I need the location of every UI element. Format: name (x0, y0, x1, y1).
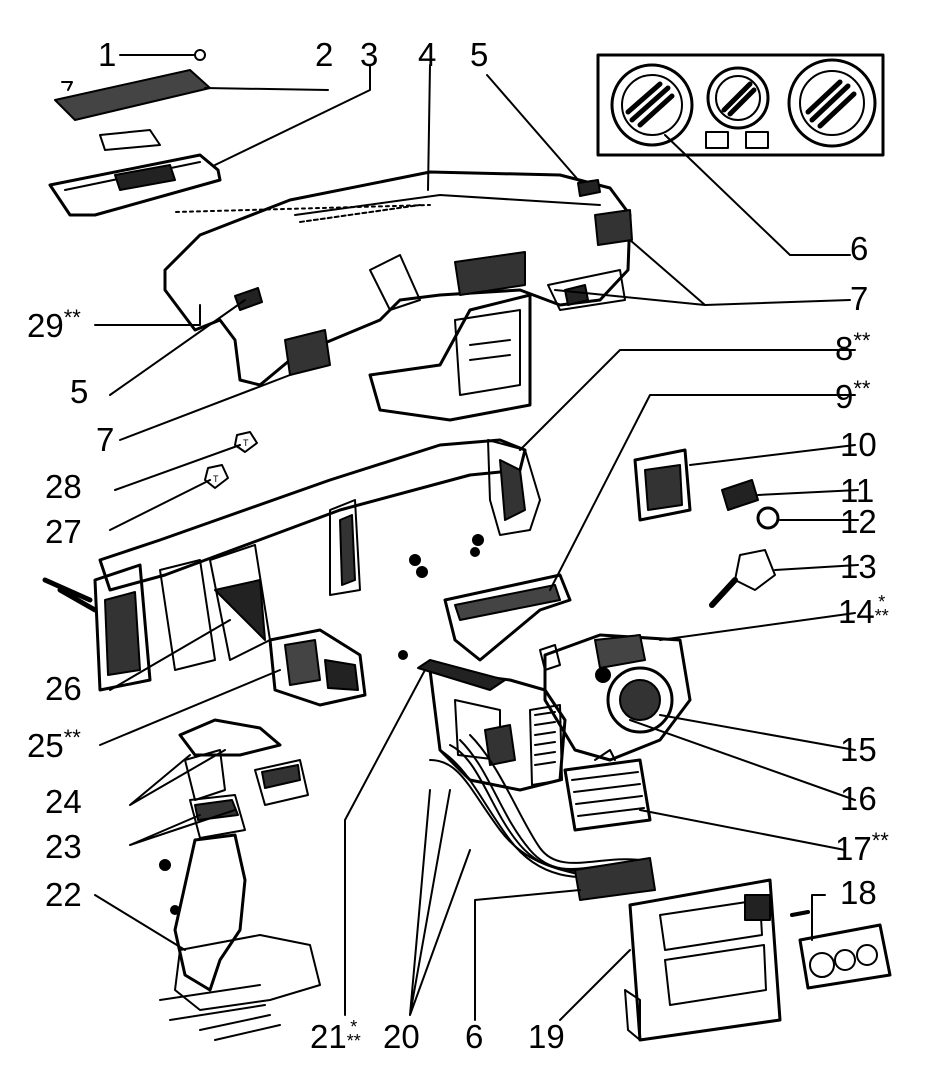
clip-part-27: T (204, 464, 229, 489)
vent-cap-right (577, 179, 601, 197)
callout-17-number: 17 (835, 830, 872, 867)
callout-27: 27 (45, 513, 82, 550)
callout-8: 8** (835, 328, 871, 367)
callout-5-left: 5 (70, 373, 89, 410)
callout-21-number: 21 (310, 1018, 347, 1055)
callout-8-stars: ** (853, 328, 871, 353)
cap-part-12 (756, 506, 780, 530)
callout-21: 21*** (310, 1017, 361, 1055)
callout-26: 26 (45, 670, 82, 707)
heater-blower-unit-part-14 (539, 633, 692, 762)
callout-12: 12 (840, 503, 877, 540)
floor-duct-part-22 (159, 833, 321, 1041)
ac-button (705, 131, 729, 149)
callout-6-bottom: 6 (465, 1018, 484, 1055)
callout-5-top: 5 (470, 36, 489, 73)
callout-4: 4 (418, 36, 437, 73)
callout-15: 15 (840, 731, 877, 768)
callout-13: 13 (840, 548, 877, 585)
lever-knob-part-13 (709, 549, 776, 608)
switch-panel-part-18 (798, 923, 892, 990)
callout-9-number: 9 (835, 378, 854, 415)
callout-14-star2: ** (874, 606, 889, 626)
callout-23: 23 (45, 828, 82, 865)
heater-housing (417, 659, 567, 792)
svg-text:T: T (213, 474, 219, 484)
callout-22: 22 (45, 876, 82, 913)
callout-14-star1: * (878, 592, 886, 612)
callout-2: 2 (315, 36, 334, 73)
dashboard-panel-part-29 (163, 170, 633, 422)
left-air-vent (284, 329, 331, 376)
duct-cover-part-24 (178, 718, 309, 806)
air-grille-part-17 (563, 749, 652, 832)
callout-14-number: 14 (838, 593, 875, 630)
callout-25: 25** (27, 725, 81, 764)
callout-20: 20 (383, 1018, 420, 1055)
callout-9: 9** (835, 376, 871, 415)
callout-29-stars: ** (63, 305, 81, 330)
svg-text:T: T (243, 438, 249, 448)
callout-11: 11 (840, 472, 875, 509)
glovebox-part-9 (443, 573, 572, 662)
temperature-knob (610, 63, 694, 147)
callout-7-left: 7 (96, 421, 115, 458)
callout-21-star2: ** (346, 1031, 361, 1051)
callout-1: 1 (98, 36, 117, 73)
callout-9-stars: ** (853, 376, 871, 401)
callout-16: 16 (840, 780, 877, 817)
callout-24: 24 (45, 783, 82, 820)
callout-6-top: 6 (850, 230, 869, 267)
connector-part-23 (189, 794, 246, 839)
center-air-vent (454, 251, 526, 296)
callout-29-number: 29 (27, 307, 64, 344)
callout-14: 14*** (838, 592, 889, 630)
leader-lines (94, 54, 859, 1021)
air-distribution-knob (787, 58, 877, 148)
storage-tray-part-3 (48, 129, 222, 217)
recirculation-button (745, 131, 769, 149)
callout-7-right: 7 (850, 280, 869, 317)
module-part-25 (268, 628, 367, 707)
control-cables-part-20 (429, 734, 656, 901)
bulb-holder-part-11 (721, 479, 759, 511)
clip-part-28: T (234, 431, 258, 453)
callout-10: 10 (840, 426, 877, 463)
heater-control-panel-inset (596, 53, 885, 157)
storage-lid-part-2 (54, 69, 211, 121)
callout-17-stars: ** (871, 828, 889, 853)
callout-29: 29** (27, 305, 81, 344)
fan-speed-knob (706, 66, 770, 130)
switch-part-10 (633, 448, 692, 522)
callout-28: 28 (45, 468, 82, 505)
console-bezel-part-19 (624, 878, 810, 1042)
callout-17: 17** (835, 828, 889, 867)
vent-cap-left (234, 287, 263, 311)
callout-3: 3 (360, 36, 379, 73)
right-air-vent (594, 209, 633, 246)
cross-member-beam-part-8 (42, 438, 541, 692)
callout-21-star1: * (350, 1017, 358, 1037)
callout-18: 18 (840, 874, 877, 911)
callout-25-stars: ** (63, 725, 81, 750)
callout-25-number: 25 (27, 727, 64, 764)
callout-19: 19 (528, 1018, 565, 1055)
clip-parts (398, 534, 484, 660)
screw-part-1 (187, 49, 206, 61)
callout-8-number: 8 (835, 330, 854, 367)
